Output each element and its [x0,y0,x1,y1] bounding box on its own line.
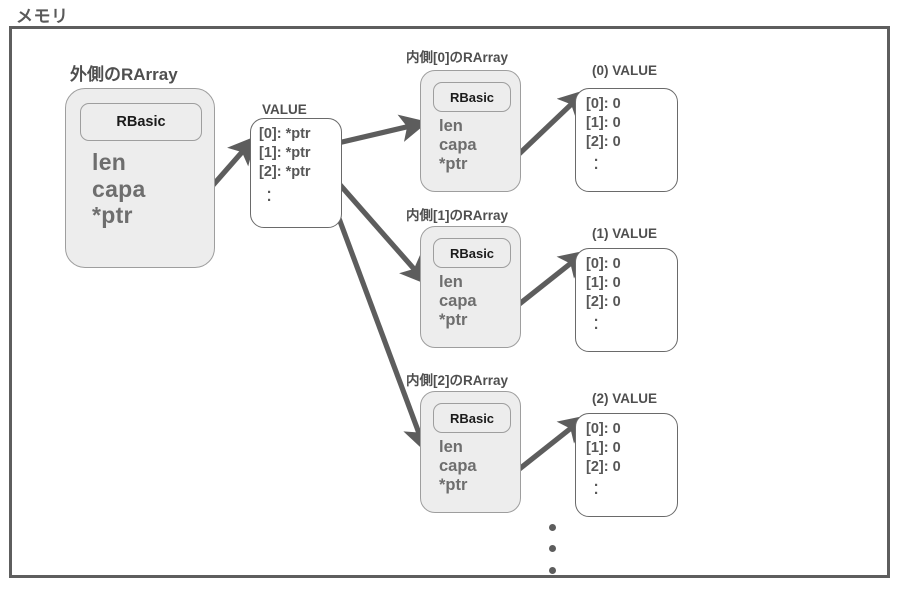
inner-value-2-box: [0]: 0 [1]: 0 [2]: 0 · · [575,413,678,517]
inner-value-1-caption: (1) VALUE [592,226,658,241]
continuation-dot-3 [549,567,556,574]
continuation-dot-1 [549,524,556,531]
inner-rarray-2-rbasic: RBasic [433,403,511,433]
inner-value-0-box: [0]: 0 [1]: 0 [2]: 0 · · [575,88,678,192]
inner-rarray-0-box: RBasic len capa *ptr [420,70,521,192]
continuation-dot-2 [549,545,556,552]
inner-value-2-slots: [0]: 0 [1]: 0 [2]: 0 [586,421,621,475]
outer-rarray-caption: 外側のRArray [70,65,178,84]
inner-rarray-2-box: RBasic len capa *ptr [420,391,521,513]
inner-rarray-1-box: RBasic len capa *ptr [420,226,521,348]
inner-rarray-1-caption: 内側[1]のRArray [406,208,509,223]
inner-value-0-slots: [0]: 0 [1]: 0 [2]: 0 [586,96,621,150]
inner-value-0-ellipsis: · · [594,152,599,178]
inner-rarray-0-rbasic: RBasic [433,82,511,112]
inner-value-2-caption: (2) VALUE [592,391,658,406]
inner-rarray-2-caption: 内側[2]のRArray [406,373,509,388]
inner-rarray-0-fields: len capa *ptr [439,117,477,174]
value-array-slots: [0]: *ptr [1]: *ptr [2]: *ptr [259,126,311,180]
inner-value-1-ellipsis: · · [594,312,599,338]
value-array-ellipsis: · · [267,184,272,210]
inner-rarray-2-fields: len capa *ptr [439,438,477,495]
inner-rarray-0-caption: 内側[0]のRArray [406,50,509,65]
memory-title: メモリ [16,7,69,26]
inner-value-1-box: [0]: 0 [1]: 0 [2]: 0 · · [575,248,678,352]
inner-rarray-1-rbasic: RBasic [433,238,511,268]
inner-value-1-slots: [0]: 0 [1]: 0 [2]: 0 [586,256,621,310]
inner-value-0-caption: (0) VALUE [592,63,658,78]
inner-rarray-1-fields: len capa *ptr [439,273,477,330]
value-array-caption: VALUE [262,102,307,117]
outer-rarray-fields: len capa *ptr [92,149,146,229]
outer-rarray-box: RBasic len capa *ptr [65,88,215,268]
inner-value-2-ellipsis: · · [594,477,599,503]
outer-rbasic-box: RBasic [80,103,202,141]
value-array-box: [0]: *ptr [1]: *ptr [2]: *ptr · · [250,118,342,228]
